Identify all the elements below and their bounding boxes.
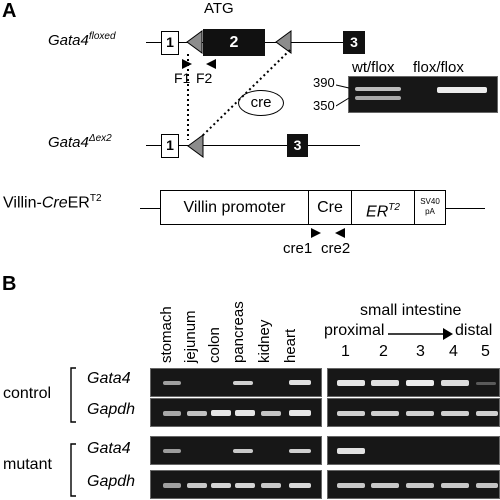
gel-control-gapdh-tissues [150,398,322,427]
gel-control-gata4-intestine [327,368,500,397]
loxp-site-right [275,30,292,54]
exon-3-delta: 3 [287,134,308,157]
tissue-label: heart [282,328,299,363]
tissue-label: stomach [158,306,175,363]
proximal-label: proximal [324,322,385,339]
gel-mutant-gapdh-intestine [327,470,500,499]
segment-label: 2 [379,343,388,360]
marker-ticks [336,84,350,107]
cre2-arrow-icon [335,228,345,238]
row-label-gapdh: Gapdh [87,473,136,490]
tissue-label: jejunum [182,310,199,364]
delta-allele-line [146,145,360,146]
row-label-gata4: Gata4 [87,370,131,387]
tissue-label: colon [206,327,223,363]
gel-band [355,87,401,91]
tissue-label: kidney [256,319,273,363]
tissue-labels: stomach jejunum colon pancreas kidney he… [158,301,299,364]
panel-a-letter: A [2,0,17,22]
cre-recombinase-ellipse: cre [238,90,284,116]
segment-label: 3 [416,343,425,360]
segment-label: 1 [341,343,350,360]
exon-3-floxed: 3 [343,31,365,54]
gata4-floxed-label: Gata4floxed [48,31,116,49]
sv40-pa-box: SV40 pA [414,190,446,225]
segment-label: 5 [481,343,490,360]
primer-arrows-cre [311,228,345,238]
gel-mutant-gapdh-tissues [150,470,322,499]
exon-1-delta: 1 [161,134,179,158]
transgene-line-right [445,208,485,209]
allele-superscript: floxed [88,31,116,42]
gel-mutant-gata4-intestine [327,436,500,465]
transgene-label: Villin-CreERT2 [3,193,102,212]
marker-350: 350 [313,98,335,113]
gene-name: Gata4 [48,134,89,151]
proximal-to-distal-arrow-icon [388,328,453,340]
gel-col-wt-flox: wt/flox [352,59,395,76]
gel-control-gata4-tissues [150,368,322,397]
cre-box: Cre [308,190,352,225]
gene-name: Gata4 [48,32,89,49]
group-label-control: control [3,385,52,402]
gel-control-gapdh-intestine [327,398,500,427]
tissue-label: pancreas [230,301,247,363]
group-brackets [70,367,76,497]
gel-band [437,87,487,93]
gel-col-flox-flox: flox/flox [413,59,464,76]
gel-band [355,96,401,100]
group-label-mutant: mutant [3,456,52,473]
cre1-arrow-icon [311,228,321,238]
primer-cre2-label: cre2 [321,240,351,257]
gata4-delta-ex2-label: Gata4Δex2 [48,133,112,151]
panel-b-letter: B [2,273,17,295]
allele-superscript: Δex2 [88,133,112,144]
atg-label: ATG [204,0,234,17]
row-label-gapdh: Gapdh [87,401,136,418]
small-intestine-title: small intestine [360,302,462,319]
distal-label: distal [455,322,493,339]
villin-promoter-box: Villin promoter [160,190,309,225]
segment-label: 4 [449,343,458,360]
transgene-line-left [140,208,162,209]
genotype-gel [348,76,498,113]
primer-cre1-label: cre1 [283,240,313,257]
exon-1-floxed: 1 [161,31,179,55]
loxp-site-left [186,30,203,54]
row-label-gata4: Gata4 [87,440,131,457]
ert2-box: ERT2 [351,190,415,225]
exon-2-floxed: 2 [203,29,265,56]
gel-mutant-gata4-tissues [150,436,322,465]
primer-f2-label: F2 [196,70,213,86]
f2-arrow-icon [206,59,216,69]
primer-f1-label: F1 [174,70,191,86]
marker-390: 390 [313,75,335,90]
loxp-site-remaining [187,134,204,158]
